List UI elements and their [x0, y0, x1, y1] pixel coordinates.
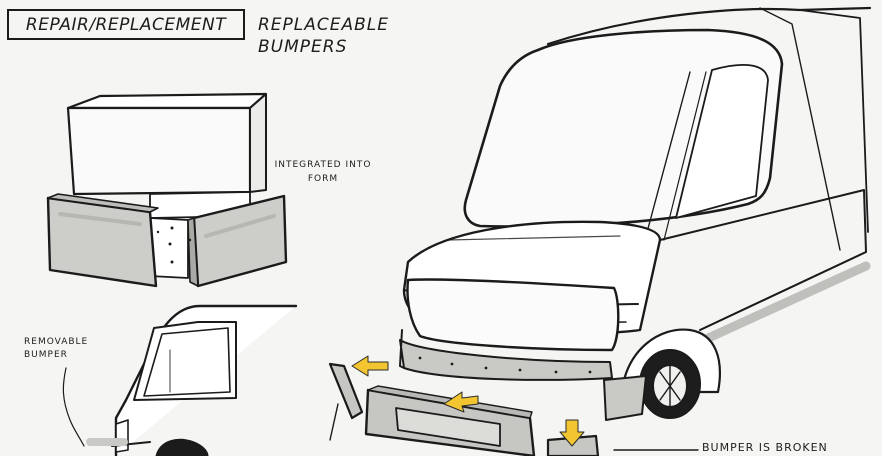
- van-front-sketch: [399, 6, 872, 421]
- van-side-sketch: [86, 304, 298, 456]
- removable-note: REMOVABLE BUMPER: [24, 336, 110, 362]
- cube-right-bumper: [187, 194, 288, 288]
- detached-front-bumper: [364, 385, 536, 456]
- heading-line-1: REPLACEABLE: [258, 15, 390, 35]
- arrow-down-icon: [559, 419, 585, 447]
- cube-concept-sketch: [46, 92, 288, 288]
- detached-corner-bumper: [328, 362, 364, 441]
- broken-note: BUMPER IS BROKEN: [702, 441, 882, 455]
- arrow-down-left-icon: [443, 391, 479, 413]
- cube-left-bumper: [46, 193, 159, 288]
- broken-note-text: BUMPER IS BROKEN: [702, 441, 828, 454]
- integrated-note-line-2: FORM: [307, 174, 339, 184]
- integrated-note: INTEGRATED INTO FORM: [268, 158, 378, 186]
- removable-leader-line: [62, 367, 85, 447]
- van-mounted-bumper: [399, 329, 647, 421]
- heading-line-2: BUMPERS: [258, 37, 348, 57]
- van-front-wheel: [639, 349, 701, 419]
- removable-note-line-2: BUMPER: [24, 350, 68, 360]
- arrow-left-icon: [351, 355, 389, 377]
- removal-arrows: [351, 355, 585, 447]
- removable-note-line-1: REMOVABLE: [24, 337, 89, 347]
- integrated-note-line-1: INTEGRATED INTO: [274, 160, 372, 170]
- category-tag: REPAIR/REPLACEMENT: [7, 9, 245, 40]
- category-tag-label: REPAIR/REPLACEMENT: [25, 14, 227, 35]
- sheet-heading: REPLACEABLE BUMPERS: [258, 14, 428, 58]
